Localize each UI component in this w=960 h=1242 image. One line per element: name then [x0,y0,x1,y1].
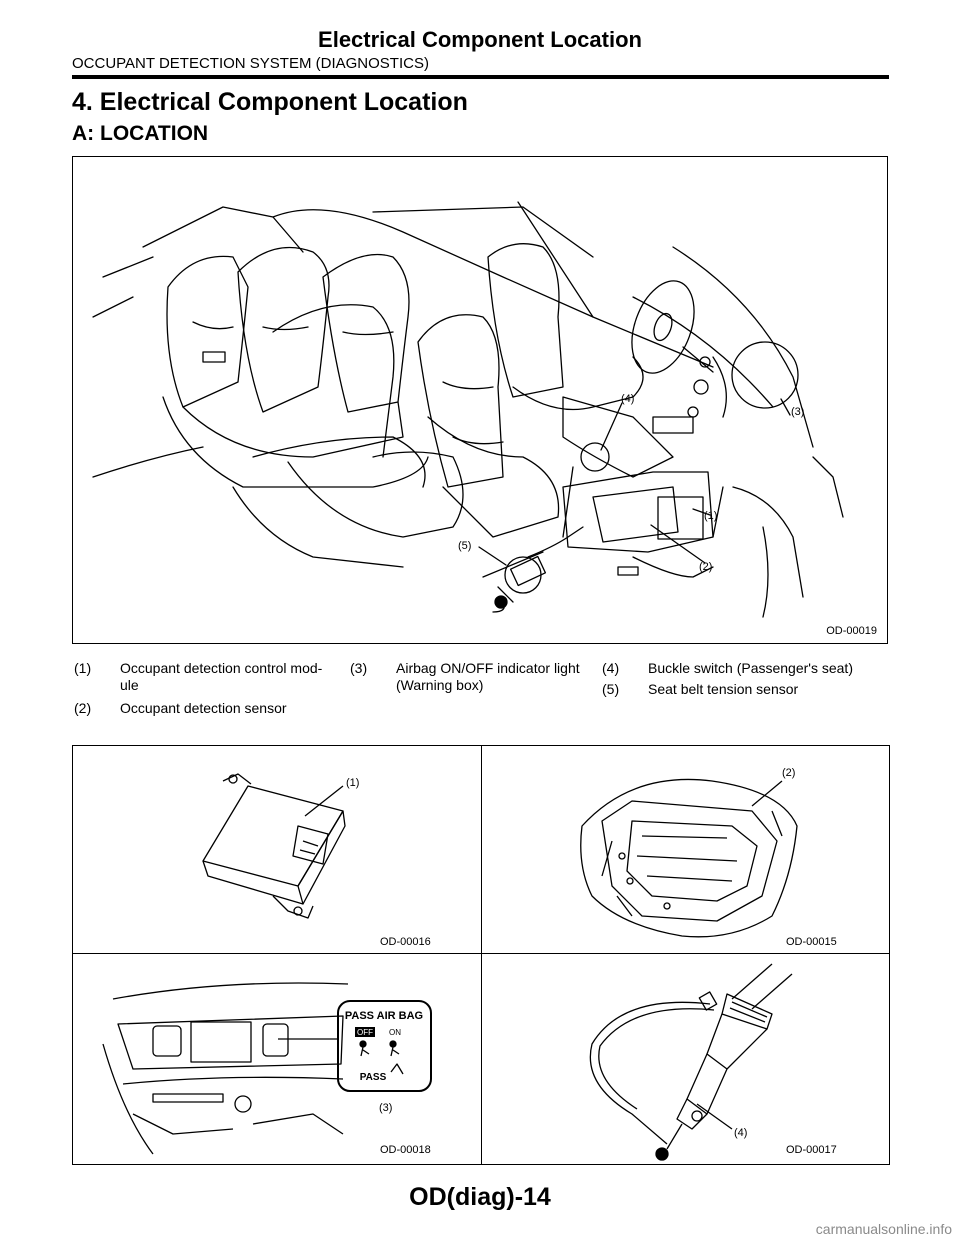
callout-2: (2) [782,767,795,779]
figure-indicator-light: PASS AIR BAG OFF ON PASS (3) OD-00018 [73,954,481,1164]
header-rule [72,75,889,79]
grid-divider [481,746,482,1164]
watermark: carmanualsonline.info [815,1221,952,1237]
legend-item-3: (3) Airbag ON/OFF indicator light (Warnin… [350,660,596,694]
callout-3: (3) [379,1102,392,1114]
legend-item-1: (1) Occupant detection control mod- ule [74,660,340,694]
callout-2: (2) [699,561,712,573]
vehicle-interior-illustration: (3) (4) (1) (2) (5) [92,201,844,618]
legend-num: (1) [74,660,92,676]
legend-text: Seat belt tension sensor [648,681,799,697]
page-header-subtitle: OCCUPANT DETECTION SYSTEM (DIAGNOSTICS) [72,55,429,72]
figure-code: OD-00017 [786,1144,837,1156]
callout-4: (4) [621,393,634,405]
indicator-off: OFF [357,1028,373,1037]
legend-item-2: (2) Occupant detection sensor [74,700,287,717]
indicator-on: ON [389,1028,401,1037]
callout-1: (1) [704,510,717,522]
indicator-title: PASS AIR BAG [345,1010,423,1022]
legend-num: (2) [74,700,92,716]
legend-text: Airbag ON/OFF indicator light (Warning b… [396,660,580,693]
main-figure: (3) (4) (1) (2) (5) OD-00019 [72,156,888,644]
section-subheading: A: LOCATION [72,122,209,145]
detail-figure-grid: (1) OD-00016 (2) OD-00015 [72,745,890,1165]
grid-divider [73,953,889,954]
callout-3: (3) [791,406,804,418]
page-header-title: Electrical Component Location [318,27,642,52]
legend-num: (5) [602,681,620,697]
legend-text: Occupant detection sensor [120,700,287,716]
figure-code: OD-00016 [380,936,431,948]
figure-code: OD-00019 [826,625,877,637]
figure-code: OD-00018 [380,1144,431,1156]
figure-buckle-switch: (4) OD-00017 [482,954,889,1164]
section-heading: 4. Electrical Component Location [72,88,468,116]
callout-4: (4) [734,1127,747,1139]
figure-control-module: (1) OD-00016 [73,746,481,953]
figure-code: OD-00015 [786,936,837,948]
legend-item-5: (5) Seat belt tension sensor [602,681,798,698]
callout-5: (5) [458,540,471,552]
indicator-pass: PASS [360,1072,387,1083]
page-number: OD(diag)-14 [409,1183,551,1211]
legend-num: (3) [350,660,368,676]
figure-detection-sensor: (2) OD-00015 [482,746,889,953]
legend-text: Buckle switch (Passenger's seat) [648,660,853,676]
legend-text: Occupant detection control mod- ule [120,660,323,693]
legend-num: (4) [602,660,620,676]
callout-1: (1) [346,777,359,789]
legend-item-4: (4) Buckle switch (Passenger's seat) [602,660,853,677]
